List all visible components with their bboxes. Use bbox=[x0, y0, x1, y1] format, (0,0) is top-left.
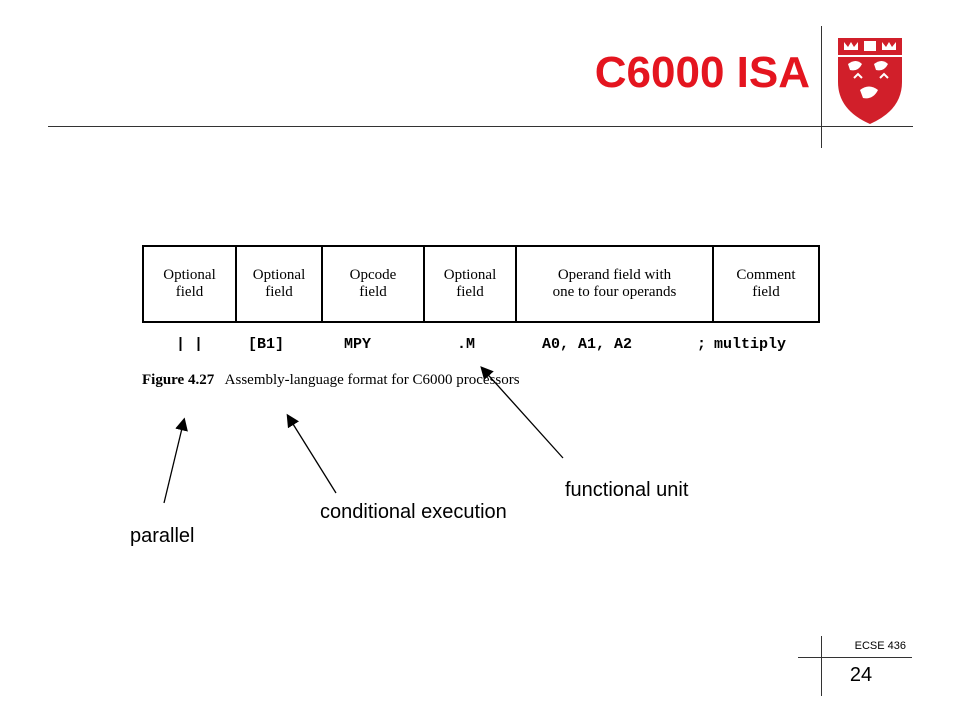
slide-title: C6000 ISA bbox=[594, 48, 810, 97]
code-comment: multiply bbox=[714, 336, 787, 353]
code-parallel: | | bbox=[176, 336, 204, 353]
code-operands: A0, A1, A2 bbox=[542, 336, 633, 353]
header-vertical-divider bbox=[821, 26, 822, 148]
field-cell: Opcode field bbox=[323, 247, 425, 321]
arrow-functional-unit bbox=[480, 366, 564, 459]
footer-vertical-divider bbox=[821, 636, 822, 696]
field-cell: Optional field bbox=[144, 247, 237, 321]
field-cell: Operand field with one to four operands bbox=[517, 247, 714, 321]
label-functional-unit: functional unit bbox=[565, 479, 689, 501]
field-cell: Comment field bbox=[736, 267, 796, 300]
field-cell: Optional field bbox=[425, 247, 517, 321]
course-code: ECSE 436 bbox=[854, 640, 906, 652]
code-opcode: MPY bbox=[344, 336, 372, 353]
arrow-parallel bbox=[163, 417, 188, 504]
page-number: 24 bbox=[849, 664, 873, 686]
figure-caption-text: Assembly-language format for C6000 proce… bbox=[224, 372, 520, 388]
figure-caption-label: Figure 4.27 bbox=[142, 372, 215, 388]
field-cell: Optional field bbox=[237, 247, 323, 321]
figure-caption: Figure 4.27 Assembly-language format for… bbox=[142, 372, 520, 389]
code-semicolon: ; bbox=[697, 336, 707, 353]
arrow-conditional bbox=[286, 413, 337, 494]
university-crest-logo bbox=[838, 38, 902, 124]
assembly-format-table: Optional field Optional field Opcode fie… bbox=[142, 245, 820, 323]
label-conditional-execution: conditional execution bbox=[320, 501, 507, 523]
code-condition: [B1] bbox=[248, 336, 285, 353]
label-parallel: parallel bbox=[130, 525, 195, 547]
footer-divider bbox=[798, 657, 912, 658]
code-unit: .M bbox=[457, 336, 476, 353]
header-divider bbox=[48, 126, 913, 127]
